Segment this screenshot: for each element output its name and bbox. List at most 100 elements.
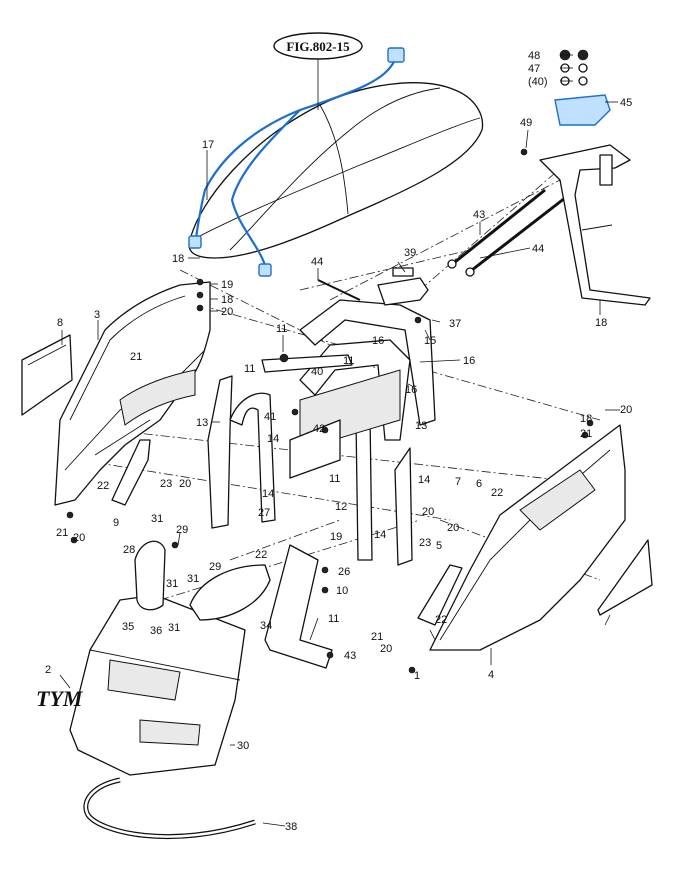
callout-14: 12: [335, 501, 347, 513]
connector-icon: [188, 235, 202, 249]
callout-18: 18: [172, 253, 184, 265]
callout-15: 16: [463, 355, 475, 367]
callout-16: 11: [343, 355, 354, 367]
callout-11: 42: [313, 423, 325, 435]
callout-labels: 17 18 19 18 20 8 3 21 22 21 20 9 23 20 1…: [45, 50, 632, 833]
callout-18: 18: [221, 294, 233, 306]
callout-2: 30: [237, 740, 249, 752]
callout-29: 31: [187, 573, 199, 585]
callout-34: 2: [45, 664, 51, 676]
callout-1: 4: [488, 669, 494, 681]
connector-icon: [387, 47, 405, 63]
callout-31: 22: [255, 549, 267, 561]
right-grille-panel: [597, 539, 653, 616]
callout-31: 34: [260, 620, 272, 632]
callout-18: 20: [620, 404, 632, 416]
callout-16: 13: [415, 420, 427, 432]
callout-20: 21: [580, 428, 592, 440]
callout-20: 20: [447, 522, 459, 534]
figure-title: FIG.802-15: [286, 39, 350, 54]
logo-text: TYM: [36, 686, 84, 711]
right-bracket: [417, 564, 463, 626]
callout-31: 29: [176, 524, 188, 536]
callout-19: 19: [221, 279, 233, 291]
callout-22: 20: [422, 506, 434, 518]
callout-23: 5: [436, 540, 442, 552]
center-plate: [289, 419, 341, 479]
figure-label: FIG.802-15: [273, 32, 363, 110]
callout-20: 1: [414, 670, 420, 682]
callout-48: 47: [528, 63, 540, 75]
callout-14: 14: [262, 488, 274, 500]
leader-lines: [59, 54, 620, 827]
callout-21: 7: [455, 476, 461, 488]
left-side-panel: [54, 281, 211, 506]
callout-44: 49: [520, 117, 532, 129]
callout-11: 16: [372, 335, 384, 347]
callout-8: 8: [57, 317, 63, 329]
callout-9: 9: [113, 517, 119, 529]
callout-43: 43: [473, 209, 485, 221]
callout-23: 23: [160, 478, 172, 490]
callout-20: 20: [221, 306, 233, 318]
rod: [317, 279, 361, 301]
headlights: [134, 540, 271, 621]
callout-7: 6: [476, 478, 482, 490]
right-side-panel: [429, 424, 626, 651]
callout-10: 11: [328, 613, 339, 625]
callout-11: 40: [311, 366, 323, 378]
callout-47: (40): [528, 76, 548, 88]
callout-11: 41: [264, 411, 276, 423]
callout-45: 18: [595, 317, 607, 329]
rubber-strip: [83, 777, 256, 840]
front-grille: [69, 594, 246, 776]
wiring-harness: [188, 47, 405, 277]
callout-21: 21: [56, 527, 68, 539]
callout-26: 10: [336, 585, 348, 597]
callout-39: 37: [449, 318, 461, 330]
callout-18: 18: [580, 413, 592, 425]
hardware: [66, 148, 594, 674]
callout-17: 17: [202, 139, 214, 151]
gas-struts: [447, 188, 566, 277]
callout-20: 20: [73, 532, 85, 544]
callout-31: 31: [166, 578, 178, 590]
stand-bracket: [264, 544, 333, 669]
callout-35: 36: [150, 625, 162, 637]
connector-icon: [258, 263, 272, 277]
callout-29: 28: [123, 544, 135, 556]
callout-40-ref: 45: [620, 97, 632, 109]
washer-stack: [559, 49, 589, 86]
callout-44: 11: [276, 323, 287, 335]
callout-42: 11: [329, 473, 340, 485]
callout-3: 3: [94, 309, 100, 321]
callout-20: 20: [179, 478, 191, 490]
callout-5: 22: [435, 614, 447, 626]
callout-6: 22: [491, 487, 503, 499]
callout-38: 44: [311, 256, 323, 268]
callout-19: 26: [338, 566, 350, 578]
callout-43: 44: [532, 243, 544, 255]
right-support: [394, 447, 413, 566]
callout-14: 19: [330, 531, 342, 543]
callout-41: 14: [267, 433, 279, 445]
callout-11: 11: [244, 363, 255, 375]
center-bracket: [377, 267, 429, 306]
callout-36: 31: [168, 622, 180, 634]
left-grille-panel: [21, 334, 73, 416]
left-bracket: [111, 439, 151, 506]
callout-37: 15: [424, 335, 436, 347]
callout-40: 39: [404, 247, 416, 259]
callout-22: 35: [122, 621, 134, 633]
hinge-bracket: [554, 94, 611, 126]
callout-14: 27: [258, 507, 270, 519]
tym-logo: TYM: [36, 686, 84, 711]
hood-support: [539, 144, 651, 306]
callout-22: 22: [97, 480, 109, 492]
left-support: [207, 375, 233, 529]
callout-30: 38: [285, 821, 297, 833]
callout-13: 13: [196, 417, 208, 429]
callout-16: 16: [405, 384, 417, 396]
callout-49: 48: [528, 50, 540, 62]
